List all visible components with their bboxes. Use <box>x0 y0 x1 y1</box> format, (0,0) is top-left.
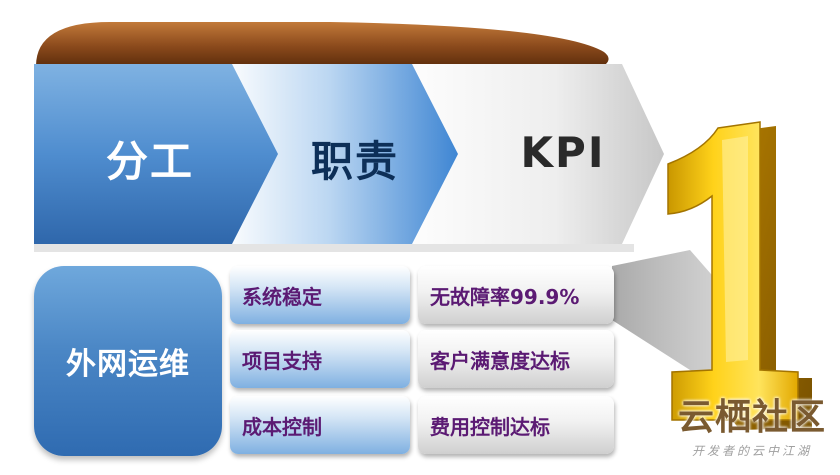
chevron-kpi-shape <box>392 64 664 244</box>
chevron-duty-shape <box>222 64 458 244</box>
kpi-item: 费用控制达标 <box>418 396 614 454</box>
brown-cap-shape <box>36 22 609 66</box>
kpi-item-label: 客户满意度达标 <box>430 348 570 373</box>
chevron-shadow <box>34 244 634 252</box>
step-duty-label: 职责 <box>310 137 399 186</box>
watermark-sub-text: 开发者的云中江湖 <box>691 444 812 458</box>
duty-item-label: 系统稳定 <box>242 284 322 309</box>
gold-number-one-icon <box>667 121 812 430</box>
kpi-item: 客户满意度达标 <box>418 330 614 388</box>
duty-item: 系统稳定 <box>230 266 410 324</box>
group-label: 外网运维 <box>66 347 190 382</box>
kpi-item: 无故障率99.9% <box>418 266 614 324</box>
kpi-item-label: 费用控制达标 <box>430 414 550 439</box>
group-box: 外网运维 <box>34 266 222 456</box>
step-kpi-label: KPI <box>520 128 606 177</box>
duty-item: 成本控制 <box>230 396 410 454</box>
watermark-main-text: 云栖社区 <box>677 397 826 438</box>
step-division-label: 分工 <box>105 137 194 186</box>
chevron-division-shape <box>34 64 278 244</box>
kpi-item-label: 无故障率99.9% <box>430 284 580 309</box>
duty-item: 项目支持 <box>230 330 410 388</box>
watermark: 云栖社区 开发者的云中江湖 <box>664 396 840 459</box>
duty-item-label: 项目支持 <box>242 348 322 373</box>
duty-item-label: 成本控制 <box>242 414 322 439</box>
